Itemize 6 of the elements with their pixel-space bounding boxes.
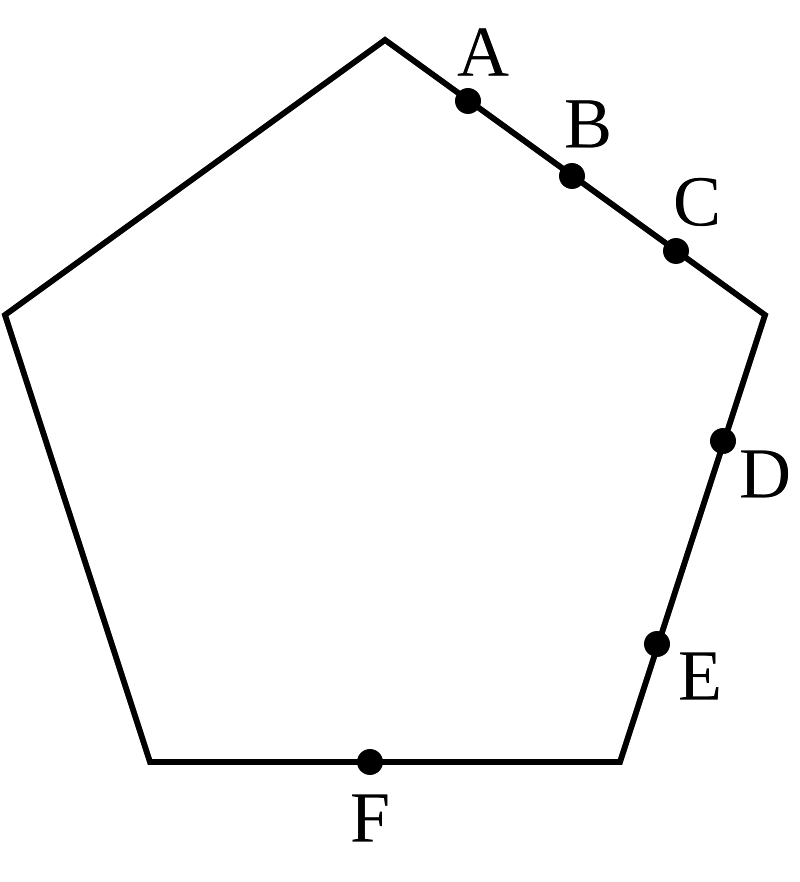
point-label: B: [566, 100, 608, 148]
point-label: C: [676, 178, 718, 226]
point-label: F: [352, 794, 388, 842]
point-label: A: [458, 28, 508, 76]
point-label: E: [680, 652, 718, 700]
point-label: D: [741, 450, 788, 498]
